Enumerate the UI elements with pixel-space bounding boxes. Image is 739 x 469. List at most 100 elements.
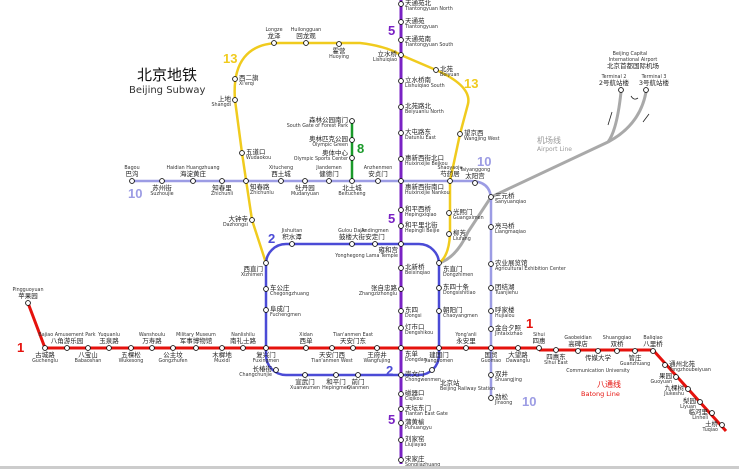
station-marker[interactable]: [632, 348, 638, 354]
station-marker[interactable]: [436, 308, 442, 314]
station-marker[interactable]: [436, 285, 442, 291]
station-marker[interactable]: [25, 300, 31, 306]
station-marker[interactable]: [85, 345, 91, 351]
station-marker[interactable]: [398, 372, 404, 378]
station-marker[interactable]: [463, 345, 469, 351]
station-marker[interactable]: [302, 372, 308, 378]
station-marker[interactable]: [263, 345, 269, 351]
station-marker[interactable]: [239, 150, 245, 156]
station-marker[interactable]: [263, 307, 269, 313]
station-marker[interactable]: [662, 362, 668, 368]
station-marker[interactable]: [457, 131, 463, 137]
station-marker[interactable]: [650, 348, 656, 354]
station-marker[interactable]: [398, 420, 404, 426]
station-marker[interactable]: [263, 286, 269, 292]
station-marker[interactable]: [193, 345, 199, 351]
station-marker[interactable]: [349, 155, 355, 161]
station-marker[interactable]: [129, 178, 135, 184]
station-marker[interactable]: [398, 345, 404, 351]
station-marker[interactable]: [240, 345, 246, 351]
station-marker[interactable]: [398, 156, 404, 162]
station-marker[interactable]: [398, 223, 404, 229]
station-marker[interactable]: [219, 345, 225, 351]
station-marker[interactable]: [42, 345, 48, 351]
station-marker[interactable]: [398, 19, 404, 25]
station-marker[interactable]: [398, 391, 404, 397]
station-marker[interactable]: [429, 367, 435, 373]
station-marker[interactable]: [303, 40, 309, 46]
station-marker[interactable]: [398, 207, 404, 213]
station-marker[interactable]: [398, 130, 404, 136]
station-marker[interactable]: [249, 217, 255, 223]
station-marker[interactable]: [349, 137, 355, 143]
station-marker[interactable]: [488, 194, 494, 200]
station-marker[interactable]: [398, 37, 404, 43]
station-marker[interactable]: [472, 180, 478, 186]
station-marker[interactable]: [149, 345, 155, 351]
station-marker[interactable]: [289, 241, 295, 247]
station-marker[interactable]: [278, 178, 284, 184]
station-marker[interactable]: [375, 178, 381, 184]
station-marker[interactable]: [433, 67, 439, 73]
station-marker[interactable]: [336, 41, 342, 47]
station-marker[interactable]: [333, 372, 339, 378]
station-marker[interactable]: [273, 367, 279, 373]
station-marker[interactable]: [614, 348, 620, 354]
station-marker[interactable]: [673, 374, 679, 380]
station-marker[interactable]: [190, 178, 196, 184]
station-marker[interactable]: [553, 347, 559, 353]
station-marker[interactable]: [398, 457, 404, 463]
station-marker[interactable]: [398, 265, 404, 271]
station-marker[interactable]: [447, 178, 453, 184]
station-marker[interactable]: [643, 87, 649, 93]
station-marker[interactable]: [488, 345, 494, 351]
station-marker[interactable]: [488, 326, 494, 332]
station-marker[interactable]: [398, 437, 404, 443]
station-marker[interactable]: [303, 345, 309, 351]
station-marker[interactable]: [618, 87, 624, 93]
station-marker[interactable]: [697, 399, 703, 405]
station-marker[interactable]: [446, 231, 452, 237]
station-marker[interactable]: [232, 97, 238, 103]
station-marker[interactable]: [398, 178, 404, 184]
station-marker[interactable]: [374, 345, 380, 351]
station-marker[interactable]: [436, 260, 442, 266]
station-marker[interactable]: [326, 178, 332, 184]
station-marker[interactable]: [488, 261, 494, 267]
station-marker[interactable]: [398, 241, 404, 247]
station-marker[interactable]: [685, 386, 691, 392]
station-marker[interactable]: [488, 372, 494, 378]
station-marker[interactable]: [106, 345, 112, 351]
station-marker[interactable]: [536, 345, 542, 351]
station-marker[interactable]: [219, 178, 225, 184]
station-marker[interactable]: [349, 118, 355, 124]
station-marker[interactable]: [398, 286, 404, 292]
station-marker[interactable]: [329, 345, 335, 351]
station-marker[interactable]: [488, 224, 494, 230]
station-marker[interactable]: [436, 345, 442, 351]
station-marker[interactable]: [719, 422, 725, 428]
station-marker[interactable]: [263, 260, 269, 266]
station-marker[interactable]: [128, 345, 134, 351]
station-marker[interactable]: [372, 241, 378, 247]
station-marker[interactable]: [355, 372, 361, 378]
station-marker[interactable]: [575, 348, 581, 354]
station-marker[interactable]: [515, 345, 521, 351]
station-marker[interactable]: [349, 178, 355, 184]
station-marker[interactable]: [488, 308, 494, 314]
station-marker[interactable]: [232, 76, 238, 82]
station-marker[interactable]: [398, 78, 404, 84]
station-marker[interactable]: [159, 178, 165, 184]
station-marker[interactable]: [488, 395, 494, 401]
station-marker[interactable]: [488, 285, 494, 291]
station-marker[interactable]: [271, 40, 277, 46]
station-marker[interactable]: [398, 308, 404, 314]
station-marker[interactable]: [398, 325, 404, 331]
station-marker[interactable]: [398, 52, 404, 58]
station-marker[interactable]: [170, 345, 176, 351]
station-marker[interactable]: [446, 210, 452, 216]
station-marker[interactable]: [350, 345, 356, 351]
station-marker[interactable]: [709, 410, 715, 416]
station-marker[interactable]: [398, 1, 404, 7]
station-marker[interactable]: [398, 406, 404, 412]
